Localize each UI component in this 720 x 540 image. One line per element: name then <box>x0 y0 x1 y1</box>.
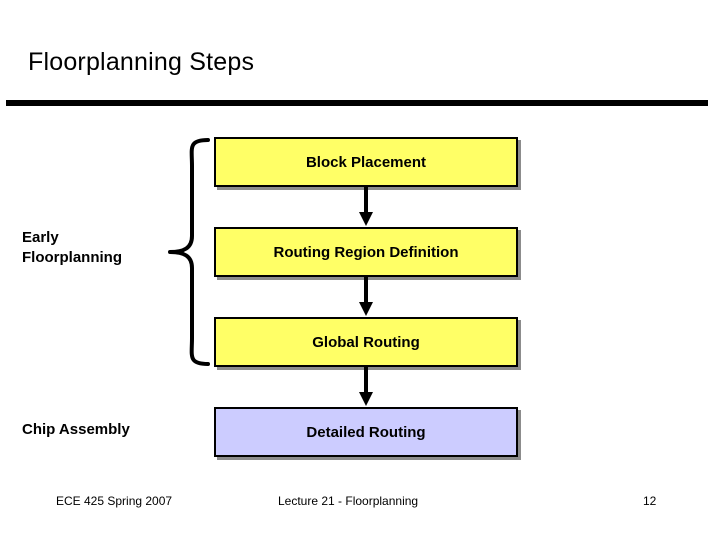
curly-brace-icon <box>166 136 210 368</box>
flow-box-routing-region-definition: Routing Region Definition <box>214 227 518 277</box>
footer-course: ECE 425 Spring 2007 <box>56 494 173 508</box>
arrow-down-icon <box>359 187 373 227</box>
flow-box-block-placement: Block Placement <box>214 137 518 187</box>
group-label-chip-assembly: Chip Assembly <box>22 420 182 440</box>
flow-box-global-routing: Global Routing <box>214 317 518 367</box>
group-label-early-line1: Early <box>22 229 59 246</box>
arrow-head <box>359 212 373 226</box>
page-title: Floorplanning Steps <box>28 48 255 76</box>
flow-box-label: Routing Region Definition <box>273 243 459 261</box>
arrow-shaft <box>364 367 368 393</box>
title-divider <box>6 100 708 106</box>
flow-box-label: Detailed Routing <box>306 423 426 441</box>
arrow-down-icon <box>359 277 373 317</box>
flow-box-detailed-routing: Detailed Routing <box>214 407 518 457</box>
flow-box-label: Global Routing <box>312 333 420 351</box>
group-label-early-line2: Floorplanning <box>22 249 122 266</box>
footer-lecture: Lecture 21 - Floorplanning <box>278 494 419 508</box>
arrow-shaft <box>364 277 368 303</box>
group-label-chip-line1: Chip Assembly <box>22 421 130 438</box>
footer-page-number: 12 <box>643 494 657 508</box>
arrow-head <box>359 392 373 406</box>
group-label-early-floorplanning: Early Floorplanning <box>22 228 162 268</box>
arrow-down-icon <box>359 367 373 407</box>
arrow-shaft <box>364 187 368 213</box>
arrow-head <box>359 302 373 316</box>
flow-box-label: Block Placement <box>305 153 427 171</box>
